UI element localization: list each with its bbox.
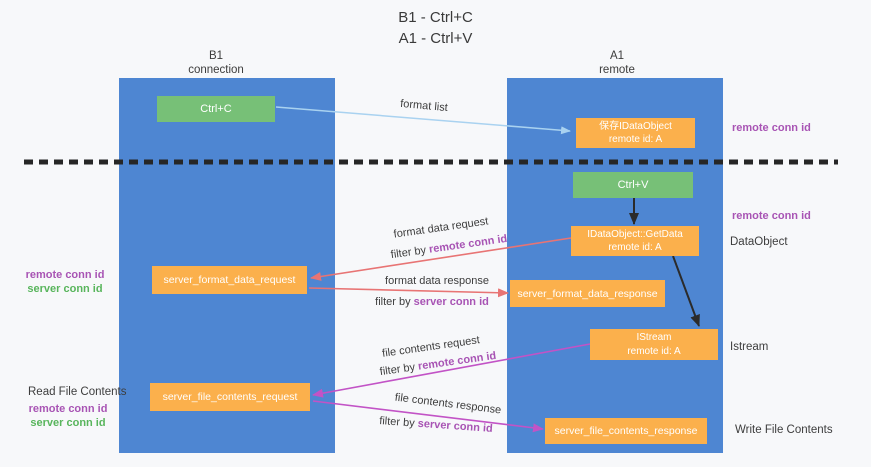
istream-line2: remote id: A bbox=[627, 345, 681, 357]
server-file-contents-request-box: server_file_contents_request bbox=[150, 383, 310, 411]
lifeline-a1-role: remote bbox=[599, 64, 635, 77]
ctrl-c-label: Ctrl+C bbox=[200, 103, 232, 115]
save-idataobject-line2: remote id: A bbox=[608, 134, 663, 145]
server-format-data-response-label: server_format_data_response bbox=[517, 287, 658, 300]
getdata-line2: remote id: A bbox=[608, 242, 662, 253]
ctrl-c-box: Ctrl+C bbox=[157, 96, 275, 122]
server-format-data-request-label: server_format_data_request bbox=[163, 274, 296, 286]
remote-conn-id-label-bottom-left: remote conn id bbox=[28, 403, 108, 415]
server-file-contents-request-label: server_file_contents_request bbox=[162, 391, 298, 403]
lifeline-header-b1: B1 connection bbox=[116, 49, 316, 78]
format-data-response-filter-label: filter by server conn id bbox=[375, 296, 489, 308]
remote-conn-id-label-mid-left: remote conn id bbox=[25, 269, 105, 281]
file-contents-response-arrow bbox=[312, 400, 544, 433]
diagram-title: B1 - Ctrl+C A1 - Ctrl+V bbox=[0, 7, 871, 49]
ctrl-v-box: Ctrl+V bbox=[573, 172, 693, 198]
remote-conn-id-label-mid-right: remote conn id bbox=[732, 210, 811, 222]
format-data-response-label: format data response bbox=[385, 275, 489, 287]
filter-key: server conn id bbox=[413, 296, 489, 308]
format-list-arrow bbox=[275, 106, 571, 135]
getdata-line1: IDataObject::GetData bbox=[587, 228, 683, 240]
ctrl-v-label: Ctrl+V bbox=[617, 179, 649, 191]
istream-line1: IStream bbox=[636, 332, 672, 344]
lifeline-b1-role: connection bbox=[188, 64, 244, 77]
file-contents-request-arrow bbox=[312, 343, 591, 398]
server-conn-id-label-bottom-left: server conn id bbox=[30, 417, 106, 430]
write-file-contents-label: Write File Contents bbox=[735, 424, 833, 436]
filter-prefix: filter by bbox=[375, 296, 414, 308]
format-data-request-arrow bbox=[310, 237, 572, 281]
server-file-contents-response-box: server_file_contents_response bbox=[545, 418, 707, 444]
istream-box: IStream remote id: A bbox=[590, 329, 718, 360]
save-idataobject-line1: 保存IDataObject bbox=[599, 120, 672, 132]
read-file-contents-label: Read File Contents bbox=[28, 386, 127, 398]
istream-side-label: Istream bbox=[730, 341, 769, 353]
lifeline-header-a1: A1 remote bbox=[517, 49, 717, 78]
server-file-contents-response-label: server_file_contents_response bbox=[554, 425, 698, 437]
conn-id-stack-bottom-left: remote conn id server conn id bbox=[23, 402, 113, 431]
getdata-box: IDataObject::GetData remote id: A bbox=[571, 226, 699, 256]
title-line-1: B1 - Ctrl+C bbox=[398, 9, 473, 26]
lifeline-b1-name: B1 bbox=[208, 50, 224, 62]
server-format-data-response-box: server_format_data_response bbox=[510, 280, 665, 307]
format-data-response-arrow bbox=[308, 287, 509, 298]
lifeline-a1-name: A1 bbox=[609, 50, 625, 62]
conn-id-stack-mid-left: remote conn id server conn id bbox=[20, 268, 110, 297]
server-format-data-request-box: server_format_data_request bbox=[152, 266, 307, 294]
server-conn-id-label-mid-left: server conn id bbox=[27, 283, 103, 296]
dataobject-label: DataObject bbox=[730, 236, 788, 248]
remote-conn-id-label-top-right: remote conn id bbox=[732, 122, 811, 134]
getdata-to-istream-arrow bbox=[672, 255, 700, 327]
save-idataobject-box: 保存IDataObject remote id: A bbox=[576, 118, 695, 148]
title-line-2: A1 - Ctrl+V bbox=[398, 30, 473, 47]
